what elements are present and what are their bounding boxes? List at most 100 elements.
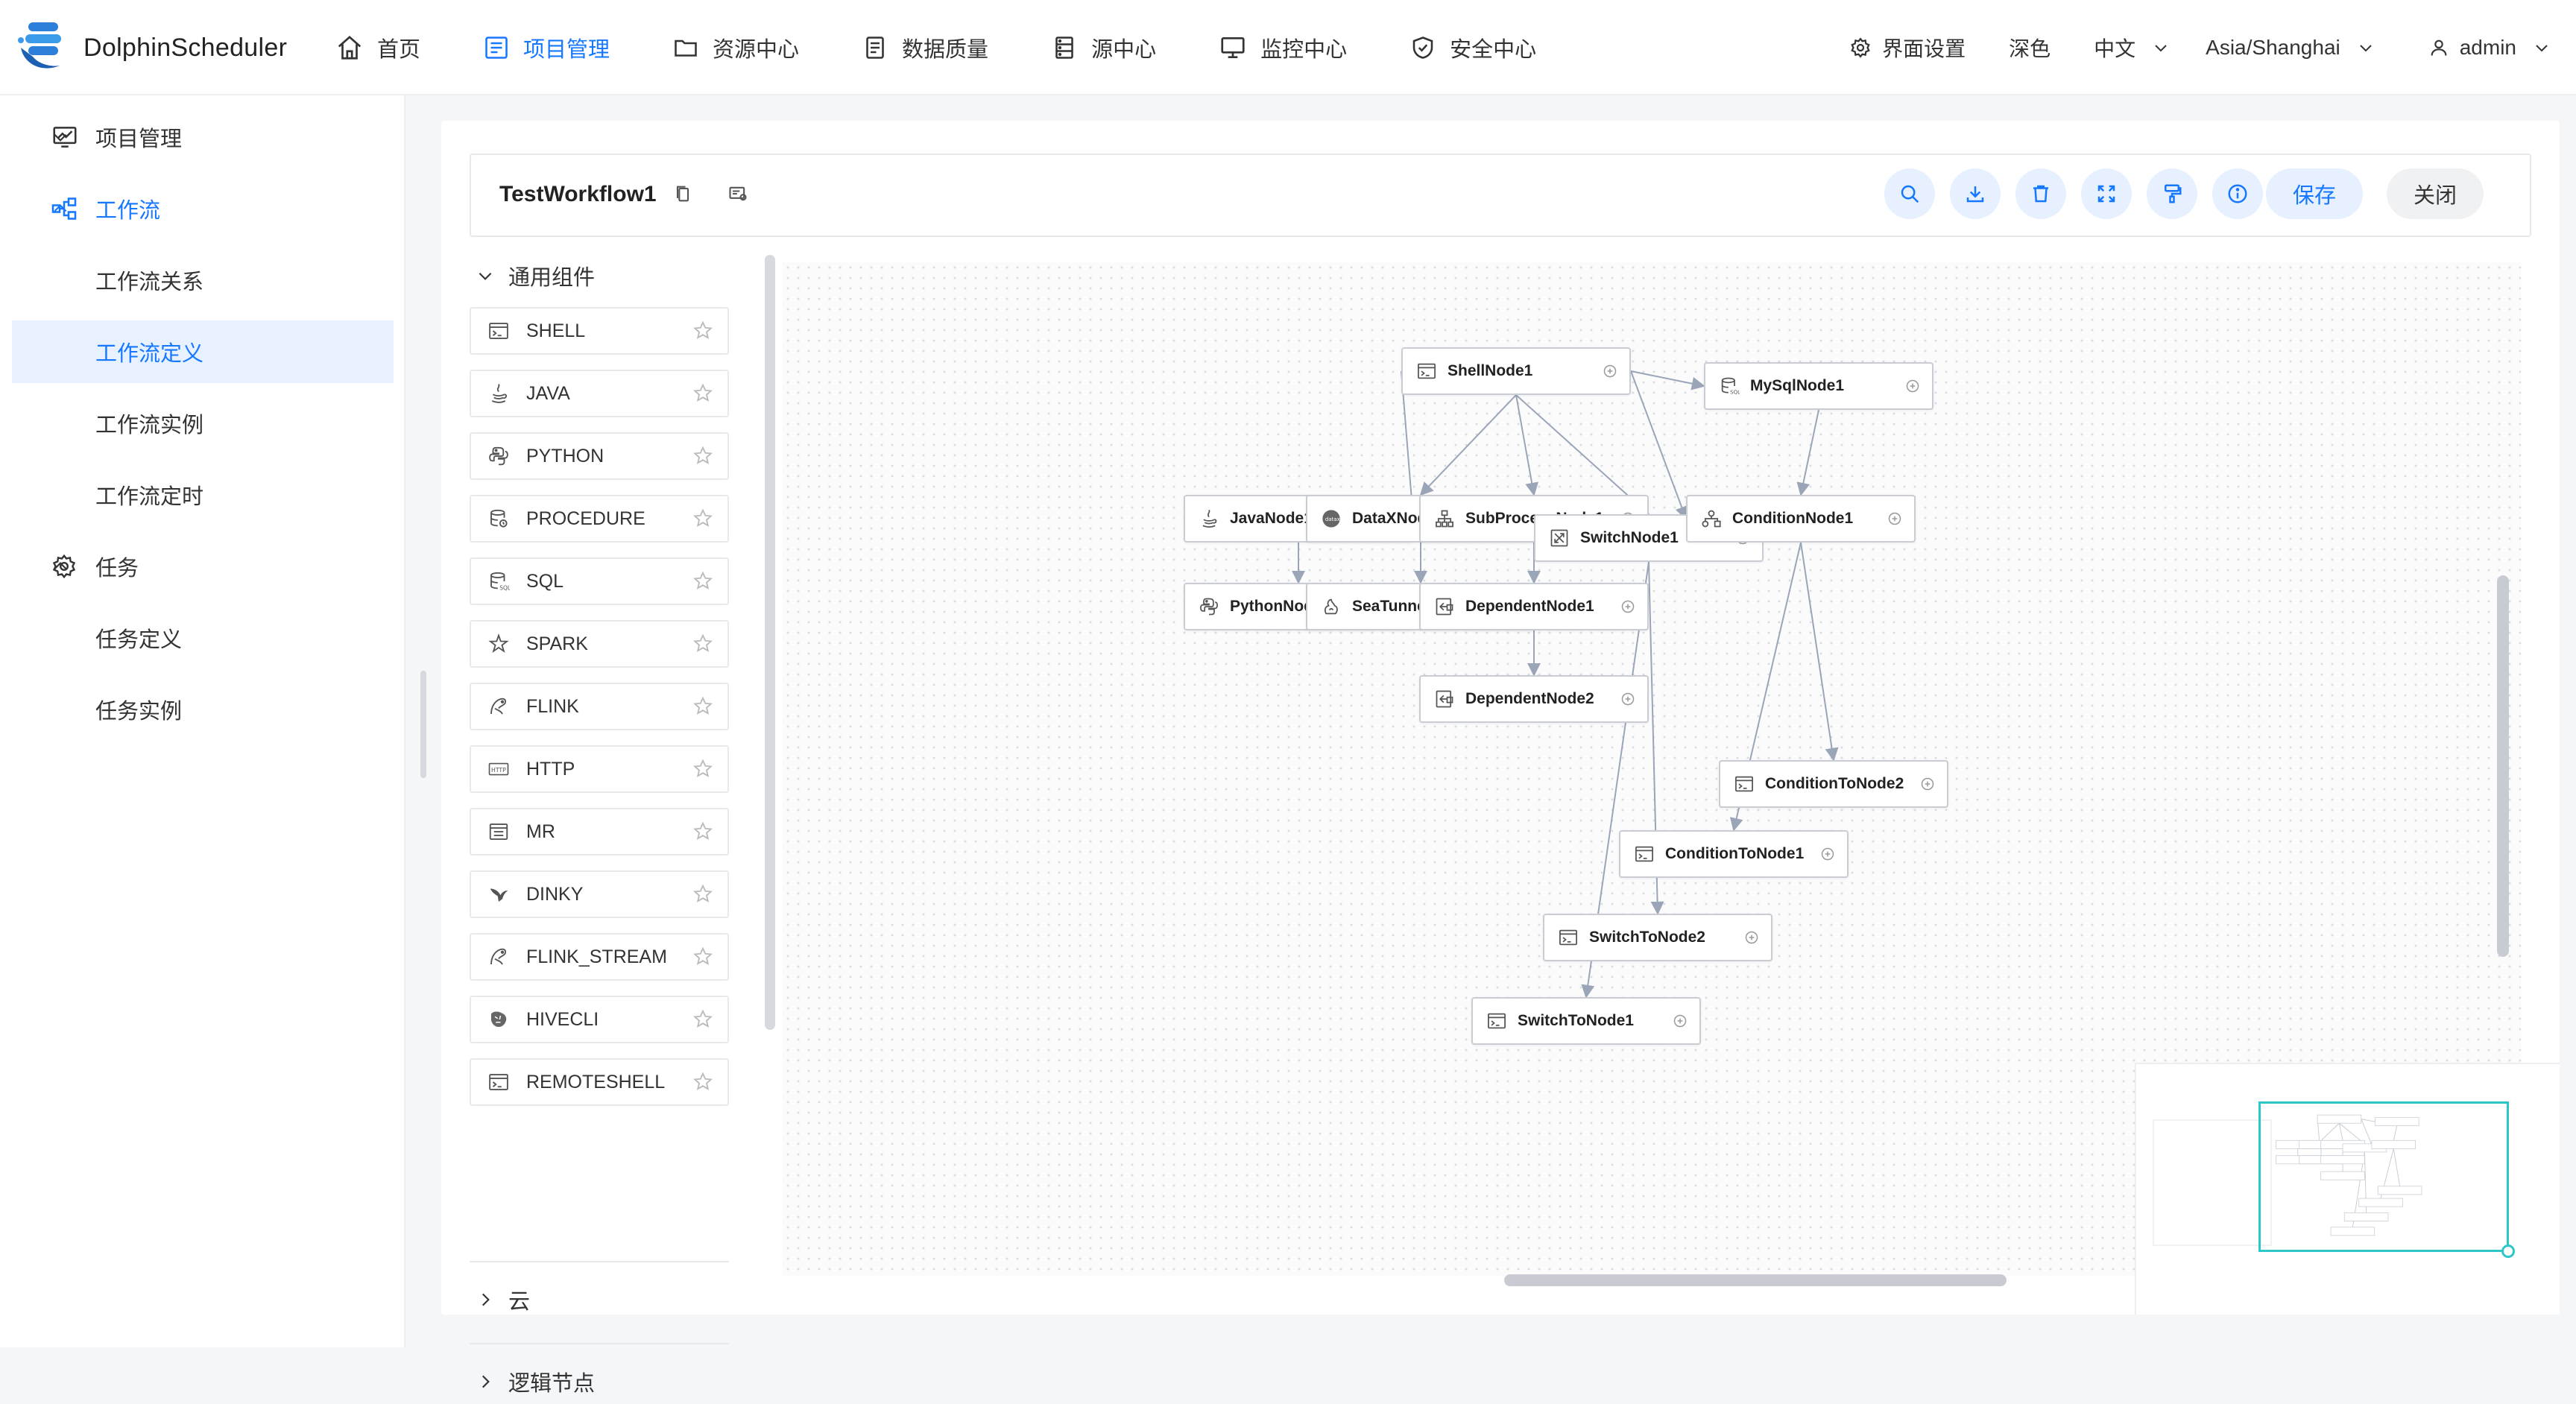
- nav-project[interactable]: 项目管理: [483, 0, 610, 95]
- ui-settings-button[interactable]: 界面设置: [1849, 33, 1966, 63]
- app-logo[interactable]: DolphinScheduler: [16, 18, 287, 78]
- add-port-icon[interactable]: [1620, 692, 1635, 706]
- info-button[interactable]: [2212, 168, 2263, 219]
- add-port-icon[interactable]: [1744, 930, 1759, 945]
- dag-node-condto2[interactable]: ConditionToNode2: [1719, 760, 1948, 808]
- nav-datasource[interactable]: 源中心: [1051, 0, 1156, 95]
- palette-item-flink-stream[interactable]: FLINK_STREAM: [470, 933, 729, 981]
- star-icon[interactable]: [692, 570, 714, 592]
- sidebar-item-workflow-definition[interactable]: 工作流定义: [12, 320, 394, 383]
- palette-group-general[interactable]: 通用组件: [470, 253, 595, 298]
- palette-item-remoteshell[interactable]: REMOTESHELL: [470, 1058, 729, 1106]
- nav-data-quality[interactable]: 数据质量: [862, 0, 988, 95]
- star-icon[interactable]: [692, 820, 714, 843]
- sidebar-group-workflow[interactable]: 工作流: [12, 177, 394, 240]
- dag-node-dependent2[interactable]: DependentNode2: [1419, 675, 1649, 723]
- sidebar-item-workflow-instance[interactable]: 工作流实例: [12, 392, 394, 455]
- dag-edge-shell-to-datax[interactable]: [1419, 394, 1517, 496]
- star-icon[interactable]: [692, 883, 714, 905]
- minimap-resize-handle[interactable]: [2501, 1245, 2515, 1258]
- add-port-icon[interactable]: [1673, 1014, 1688, 1028]
- palette-group-logic[interactable]: 逻辑节点: [470, 1359, 595, 1404]
- dag-edge-shell-to-condition[interactable]: [1630, 370, 1688, 520]
- save-button[interactable]: 保存: [2266, 168, 2363, 219]
- timezone-select[interactable]: Asia/Shanghai: [2206, 36, 2385, 60]
- star-icon[interactable]: [692, 758, 714, 780]
- palette-item-shell[interactable]: SHELL: [470, 307, 729, 355]
- sidebar-group-project[interactable]: 项目管理: [12, 106, 394, 168]
- download-button[interactable]: [1950, 168, 2001, 219]
- palette-item-hivecli[interactable]: HIVECLI: [470, 996, 729, 1043]
- star-icon[interactable]: [692, 507, 714, 530]
- dag-node-switchto1[interactable]: SwitchToNode1: [1471, 997, 1701, 1045]
- palette-item-procedure[interactable]: PROCEDURE: [470, 495, 729, 543]
- dag-node-switchto2[interactable]: SwitchToNode2: [1543, 914, 1772, 961]
- star-icon[interactable]: [692, 382, 714, 405]
- add-port-icon[interactable]: [1905, 379, 1920, 393]
- copy-icon[interactable]: [672, 183, 693, 204]
- sidebar-scrollbar[interactable]: [420, 671, 426, 778]
- palette-item-python[interactable]: PYTHON: [470, 432, 729, 480]
- sidebar-group-task[interactable]: 任务: [12, 535, 394, 598]
- nav-monitor[interactable]: 监控中心: [1219, 0, 1347, 95]
- minimap-viewport[interactable]: [2258, 1101, 2509, 1252]
- palette-item-dinky[interactable]: DINKY: [470, 870, 729, 918]
- dag-edge-shell-to-mysql[interactable]: [1630, 370, 1705, 390]
- nav-security[interactable]: 安全中心: [1409, 0, 1536, 95]
- palette-item-label: MR: [526, 820, 555, 842]
- dag-edge-condition-to-condto2[interactable]: [1800, 542, 1839, 762]
- palette-group-cloud[interactable]: 云: [470, 1277, 530, 1322]
- palette-item-flink[interactable]: FLINK: [470, 683, 729, 730]
- palette-item-java[interactable]: JAVA: [470, 370, 729, 417]
- canvas-vertical-scrollbar[interactable]: [2497, 575, 2509, 957]
- user-menu[interactable]: admin: [2428, 36, 2561, 60]
- search-button[interactable]: [1884, 168, 1935, 219]
- delete-button[interactable]: [2015, 168, 2066, 219]
- dag-node-condto1[interactable]: ConditionToNode1: [1619, 830, 1849, 878]
- palette-item-label: REMOTESHELL: [526, 1071, 666, 1092]
- nav-home[interactable]: 首页: [335, 0, 420, 95]
- add-port-icon[interactable]: [1603, 364, 1617, 379]
- sidebar-item-task-definition[interactable]: 任务定义: [12, 607, 394, 669]
- seatunnel-task-icon: [1321, 596, 1342, 617]
- star-icon[interactable]: [692, 445, 714, 467]
- star-icon[interactable]: [692, 695, 714, 718]
- fullscreen-button[interactable]: [2081, 168, 2132, 219]
- minimap[interactable]: [2135, 1063, 2560, 1315]
- star-icon[interactable]: [692, 1008, 714, 1031]
- sidebar-item-workflow-relation[interactable]: 工作流关系: [12, 249, 394, 312]
- version-info-icon[interactable]: [727, 183, 748, 204]
- minimap-node: [2320, 1155, 2365, 1165]
- star-icon[interactable]: [692, 946, 714, 968]
- add-port-icon[interactable]: [1887, 511, 1902, 526]
- dag-node-dependent1[interactable]: DependentNode1: [1419, 583, 1649, 630]
- dag-node-condition[interactable]: ConditionNode1: [1686, 495, 1916, 543]
- sidebar-item-workflow-timing[interactable]: 工作流定时: [12, 464, 394, 526]
- dag-edge-shell-to-subprocess[interactable]: [1515, 394, 1539, 496]
- theme-toggle[interactable]: 深色: [2009, 33, 2051, 63]
- sidebar-item-task-instance[interactable]: 任务实例: [12, 678, 394, 741]
- canvas-horizontal-scrollbar[interactable]: [1504, 1274, 2007, 1286]
- procedure-task-icon: [487, 507, 510, 530]
- palette-item-spark[interactable]: SPARK: [470, 620, 729, 668]
- dag-edge-mysql-to-condition[interactable]: [1796, 409, 1819, 496]
- language-select[interactable]: 中文: [2094, 33, 2180, 63]
- palette-scrollbar[interactable]: [765, 255, 775, 1030]
- add-port-icon[interactable]: [1620, 599, 1635, 614]
- star-icon[interactable]: [692, 633, 714, 655]
- dag-node-shell[interactable]: ShellNode1: [1401, 347, 1631, 395]
- add-port-icon[interactable]: [1820, 847, 1835, 861]
- palette-item-mr[interactable]: MR: [470, 808, 729, 856]
- star-icon[interactable]: [692, 1071, 714, 1093]
- add-port-icon[interactable]: [1920, 777, 1935, 791]
- star-icon[interactable]: [692, 320, 714, 342]
- nav-resources[interactable]: 资源中心: [672, 0, 799, 95]
- dag-edge-shell-to-switch[interactable]: [1515, 394, 1650, 516]
- format-button[interactable]: [2147, 168, 2197, 219]
- dag-edge-shell-to-java[interactable]: [1401, 370, 1419, 520]
- close-button[interactable]: 关闭: [2387, 168, 2484, 219]
